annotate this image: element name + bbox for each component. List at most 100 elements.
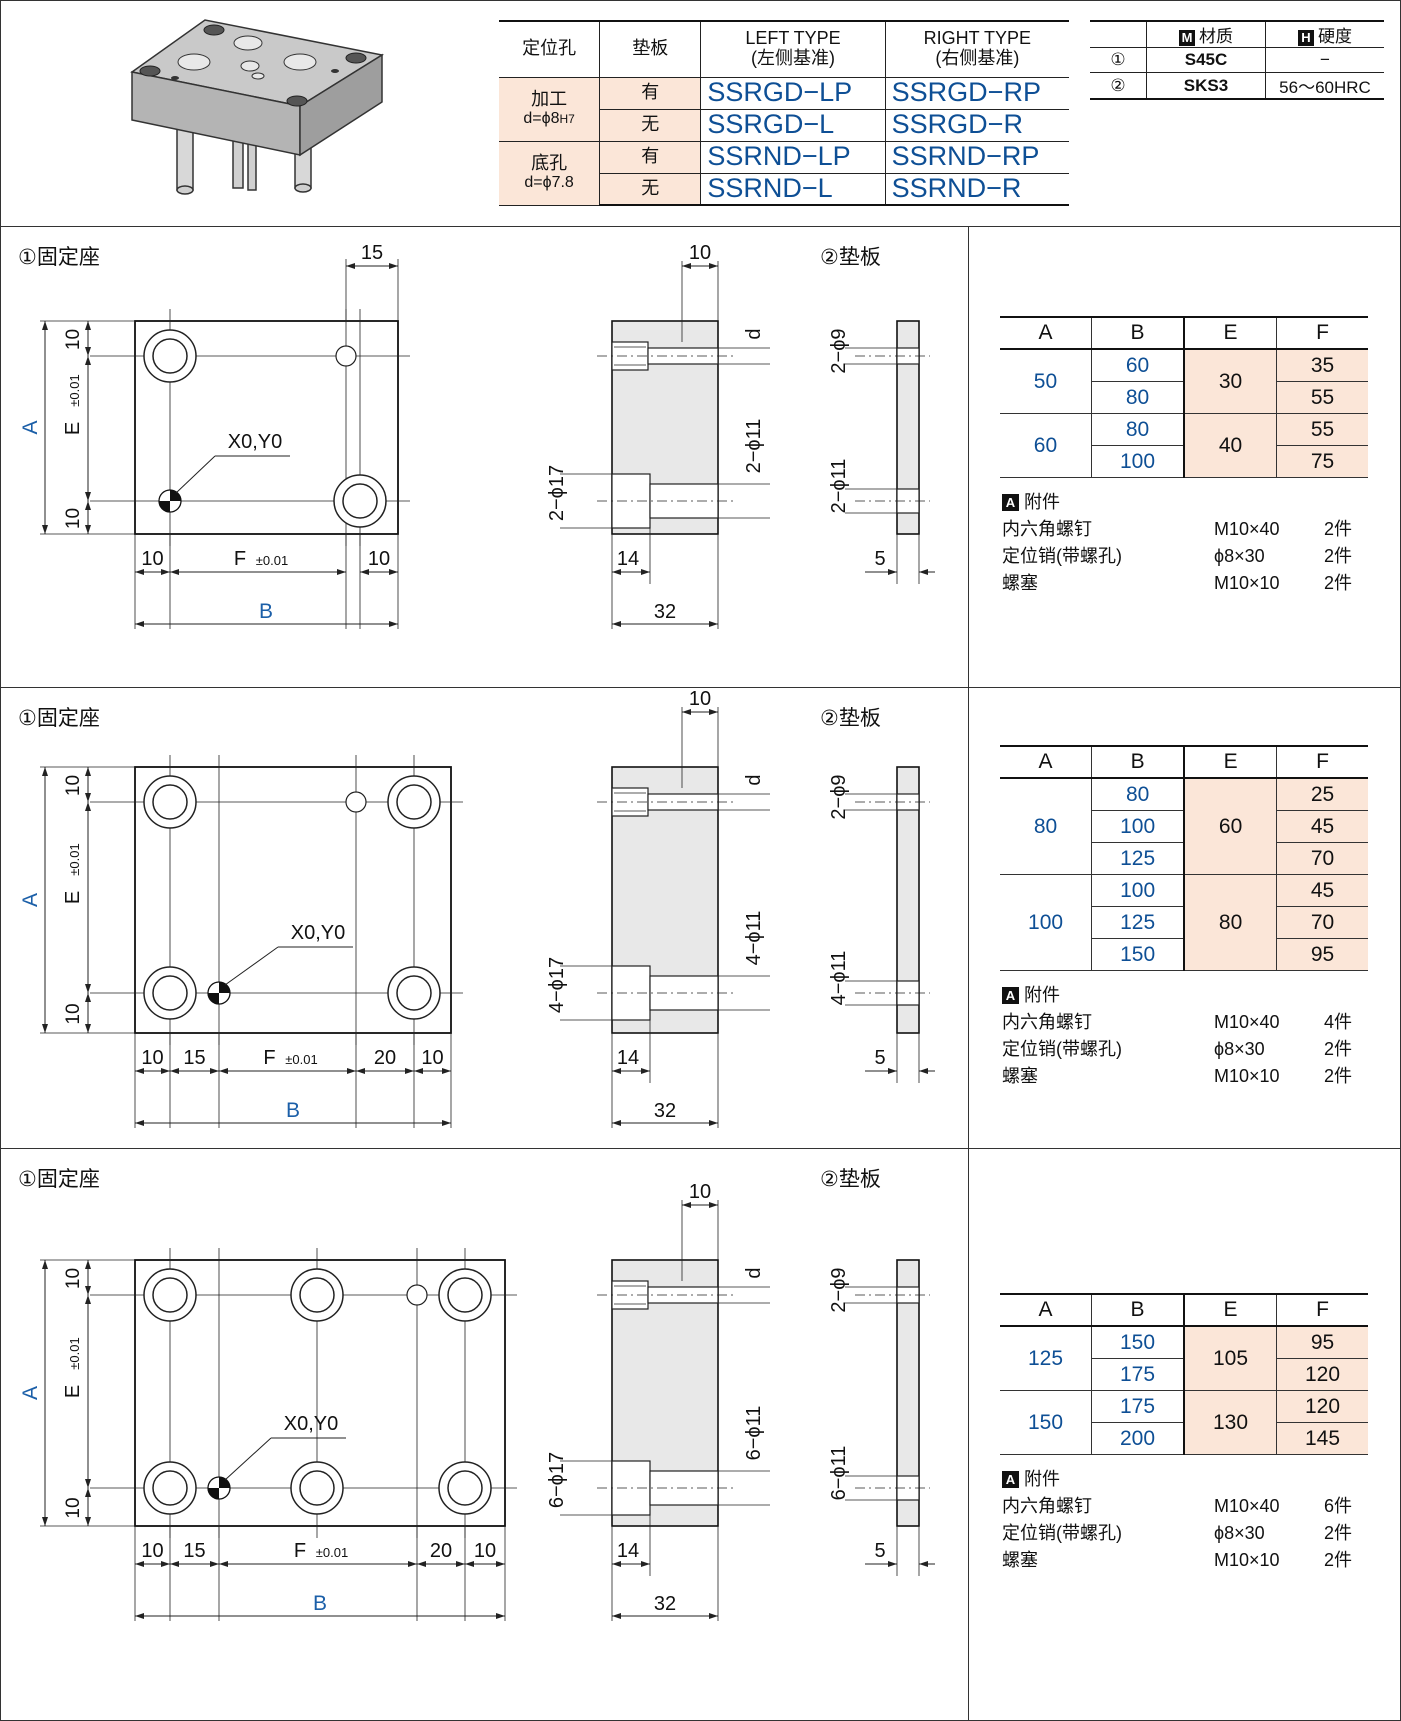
cell-B: 80 <box>1090 381 1185 414</box>
through-hole <box>396 784 432 820</box>
arrowhead <box>135 1120 144 1126</box>
leader-line <box>224 946 279 986</box>
material-value: SKS3 <box>1146 72 1266 100</box>
arrowhead <box>85 1479 91 1488</box>
dimension-label: 20 <box>374 1047 396 1069</box>
arrowhead <box>161 1068 170 1074</box>
dimension-label: 15 <box>183 1540 205 1562</box>
dim-32-label: 32 <box>654 1593 676 1615</box>
arrowhead <box>161 569 170 575</box>
cell-F: 45 <box>1276 874 1368 907</box>
cell-F: 55 <box>1276 381 1368 414</box>
part-number: SSRND−R <box>884 172 1069 206</box>
dim-F-tolerance: ±0.01 <box>316 1545 348 1560</box>
arrowhead <box>42 767 48 776</box>
cell-A: 80 <box>1000 778 1092 875</box>
accessory-name: 螺塞 <box>1002 1066 1038 1086</box>
arrowhead <box>465 1561 474 1567</box>
arrowhead <box>641 1068 650 1074</box>
origin-quadrant <box>159 501 170 512</box>
accessory-name: 定位销(带螺孔) <box>1002 1523 1122 1543</box>
arrowhead <box>641 569 650 575</box>
through-hole <box>447 1277 483 1313</box>
cell-B: 150 <box>1091 1326 1184 1359</box>
cell-F: 145 <box>1276 1422 1368 1455</box>
arrowhead <box>612 569 621 575</box>
column-header: F <box>1276 1293 1368 1327</box>
dimension-label: 10 <box>474 1540 496 1562</box>
pad-cell: 无 <box>599 108 702 142</box>
accessories-icon: A <box>1002 494 1019 511</box>
dim-E-tolerance: ±0.01 <box>67 374 82 406</box>
dim-A-label: A <box>19 1386 42 1400</box>
cell-F: 95 <box>1276 1326 1368 1359</box>
row-no: ① <box>1090 47 1147 73</box>
dim-d-label: d <box>743 774 765 785</box>
dim-d-label: d <box>743 328 765 339</box>
dim-B-label: B <box>286 1099 300 1122</box>
arrowhead <box>356 1068 365 1074</box>
accessory-spec: M10×10 <box>1214 1066 1280 1086</box>
origin-label: X0,Y0 <box>284 1413 338 1435</box>
dimension-label: 20 <box>430 1540 452 1562</box>
accessories-icon: A <box>1002 987 1019 1004</box>
pad-cell: 有 <box>599 76 702 110</box>
arrowhead <box>709 1202 718 1208</box>
leader-line <box>175 455 216 494</box>
counterbore-hole <box>438 1268 492 1322</box>
dim-E-label: E <box>62 422 84 435</box>
accessory-name: 定位销(带螺孔) <box>1002 546 1122 566</box>
part-number: SSRGD−R <box>884 108 1069 142</box>
cell-E: 80 <box>1183 874 1277 971</box>
dim-E-tolerance: ±0.01 <box>67 1337 82 1369</box>
arrowhead <box>888 1068 897 1074</box>
accessories-title-text: 附件 <box>1024 985 1060 1005</box>
pin-hole <box>345 791 367 813</box>
dim-32-label: 32 <box>654 1100 676 1122</box>
arrowhead <box>85 984 91 993</box>
arrowhead <box>414 1068 423 1074</box>
arrowhead <box>85 767 91 776</box>
arrowhead <box>170 569 179 575</box>
arrowhead <box>389 621 398 627</box>
arrowhead <box>135 621 144 627</box>
origin-quadrant <box>208 1488 219 1499</box>
arrowhead <box>405 1068 414 1074</box>
dim-5-label: 5 <box>874 1540 885 1562</box>
fixed-seat-title: ①固定座 <box>18 707 100 730</box>
divider <box>968 226 969 1721</box>
pad-plate-title: ②垫板 <box>820 707 881 730</box>
origin-quadrant <box>208 993 219 1004</box>
cell-B: 100 <box>1091 810 1185 843</box>
dimension-label: 10 <box>141 1540 163 1562</box>
through-hole <box>299 1470 335 1506</box>
arrowhead <box>85 1024 91 1033</box>
through-hole <box>447 1470 483 1506</box>
arrowhead <box>85 1488 91 1497</box>
table-row: 80 55 <box>1000 381 1368 414</box>
pad-plate-body <box>896 766 920 1034</box>
dim-F-label: F <box>234 548 246 570</box>
accessory-spec: M10×40 <box>1214 1496 1280 1516</box>
accessories-title-text: 附件 <box>1024 492 1060 512</box>
cell-B: 150 <box>1091 938 1185 971</box>
cell-F: 55 <box>1276 413 1368 446</box>
accessory-name: 内六角螺钉 <box>1002 1012 1092 1032</box>
pad-plate-body <box>896 320 920 535</box>
dimension-label: 15 <box>183 1047 205 1069</box>
arrowhead <box>85 1295 91 1304</box>
counterbore-hole <box>290 1461 344 1515</box>
arrowhead <box>42 1260 48 1269</box>
dim-F-tolerance: ±0.01 <box>285 1052 317 1067</box>
arrowhead <box>919 569 928 575</box>
